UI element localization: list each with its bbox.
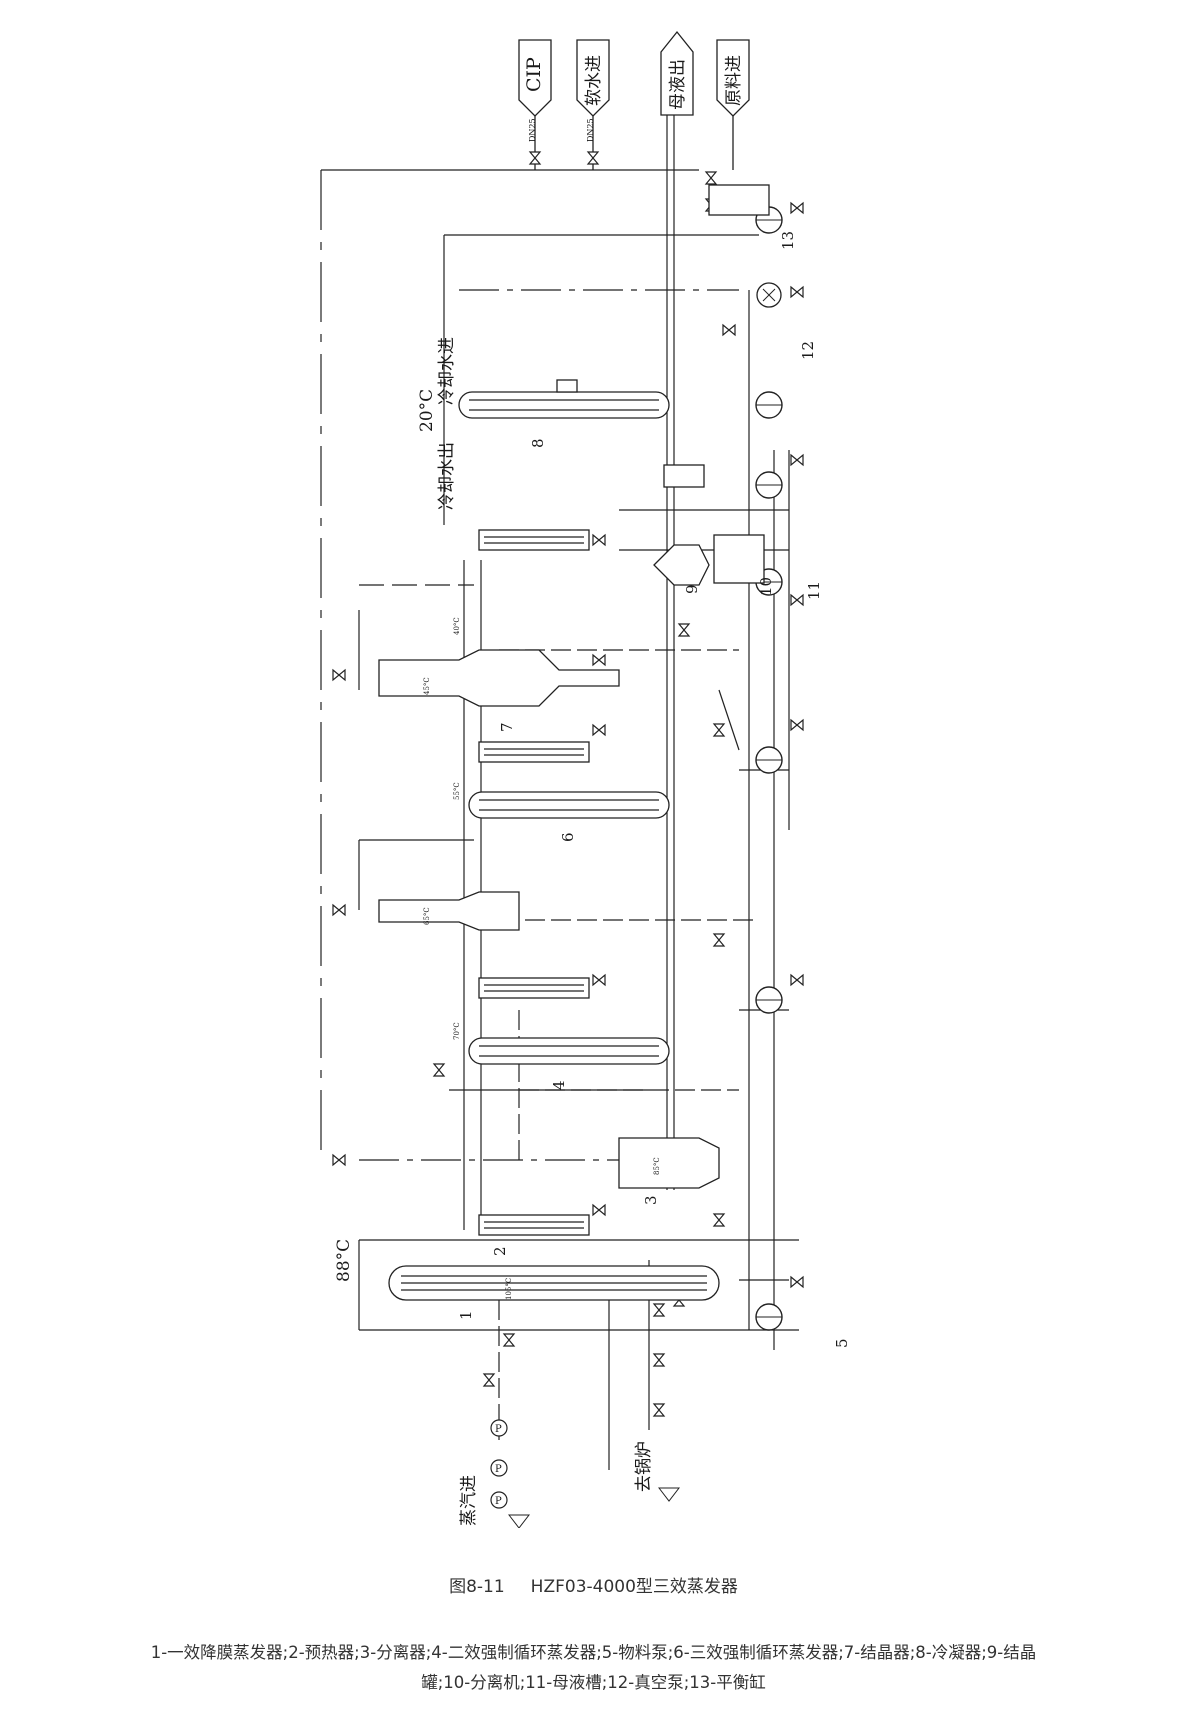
inlet-soft-water: 软水进 bbox=[584, 55, 604, 106]
unit-number-10: 10 bbox=[757, 577, 775, 596]
outlet-mother-liquor: 母液出 bbox=[668, 59, 688, 110]
unit-number-9: 9 bbox=[683, 584, 701, 594]
steam-inlet-label: 蒸汽进 bbox=[459, 1475, 479, 1526]
pressure-gauge-3: P bbox=[495, 1496, 502, 1507]
unit-number-8: 8 bbox=[529, 438, 547, 448]
unit-number-2: 2 bbox=[491, 1246, 509, 1256]
legend-line-2: 罐;10-分离机;11-母液槽;12-真空泵;13-平衡缸 bbox=[421, 1673, 766, 1692]
cooling-water-temp-label: 20°C bbox=[417, 389, 437, 432]
unit-number-5: 5 bbox=[833, 1338, 851, 1348]
unit-number-1: 1 bbox=[457, 1310, 475, 1320]
pipe-size-label-2: DN25 bbox=[586, 118, 595, 142]
temp-label-6: 55°C bbox=[453, 782, 461, 800]
temp-label-7: 45°C bbox=[423, 677, 431, 695]
pressure-gauge-2: P bbox=[495, 1464, 502, 1475]
inlet-cip: CIP bbox=[523, 57, 545, 92]
temp-label-sep2: 65°C bbox=[423, 907, 431, 925]
unit-number-7: 7 bbox=[498, 722, 516, 732]
cooling-water-out-label: 冷却水出 bbox=[437, 442, 457, 510]
to-boiler-label: 去锅炉 bbox=[634, 1441, 654, 1492]
figure-number: 图8-11 bbox=[449, 1577, 505, 1597]
figure-caption: 图8-11 HZF03-4000型三效蒸发器 bbox=[0, 1572, 1187, 1597]
inlet-raw-material: 原料进 bbox=[724, 55, 744, 106]
legend-line-1: 1-一效降膜蒸发器;2-预热器;3-分离器;4-二效强制循环蒸发器;5-物料泵;… bbox=[150, 1643, 1037, 1662]
cooling-water-in-label: 冷却水进 bbox=[437, 337, 457, 405]
temp-label-cond: 40°C bbox=[453, 617, 461, 635]
unit-number-11: 11 bbox=[805, 581, 823, 600]
preheat-temp-label: 88°C bbox=[334, 1239, 354, 1282]
temp-label-1: 105°C bbox=[505, 1278, 513, 1300]
unit-number-13: 13 bbox=[779, 231, 797, 250]
temp-label-4: 70°C bbox=[453, 1022, 461, 1040]
temp-label-3: 85°C bbox=[653, 1157, 661, 1175]
unit-number-3: 3 bbox=[642, 1195, 660, 1205]
figure-title: HZF03-4000型三效蒸发器 bbox=[530, 1577, 738, 1597]
unit-number-4: 4 bbox=[550, 1080, 568, 1090]
unit-number-12: 12 bbox=[799, 341, 817, 360]
pressure-gauge-1: P bbox=[495, 1424, 502, 1435]
pipe-size-label-1: DN25 bbox=[528, 118, 537, 142]
unit-number-6: 6 bbox=[559, 832, 577, 842]
process-flow-diagram: CIP 软水进 母液出 原料进 DN25 DN25 bbox=[319, 30, 867, 1528]
figure-legend: 1-一效降膜蒸发器;2-预热器;3-分离器;4-二效强制循环蒸发器;5-物料泵;… bbox=[40, 1638, 1147, 1698]
